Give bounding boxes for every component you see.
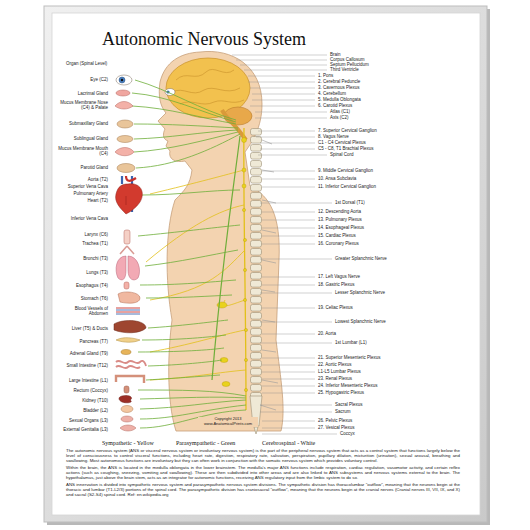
structure-label: 1. Pons [318, 73, 333, 78]
structure-label: 20. Aorta [318, 331, 336, 336]
structure-label: 1st Lumbar (L1) [335, 340, 367, 345]
organ-label: Submaxillary Gland [69, 121, 108, 126]
organ-label: Lungs (T3) [86, 270, 108, 275]
organ-label: External Genitalia (L3) [63, 427, 108, 432]
body-text-block: The autonomic nervous system (ANS or vis… [66, 448, 460, 499]
structure-label: Coccyx [340, 431, 355, 436]
structure-label: 1st Dorsal (T1) [335, 200, 365, 205]
organ-label: Bronchi (T3) [83, 256, 108, 261]
structure-label: 18. Gastric Plexus [318, 282, 355, 287]
organ-label: Larynx (C6) [84, 232, 108, 237]
structure-label: Third Ventricle [330, 67, 359, 72]
organ-label: Parotid Gland [80, 165, 108, 170]
body-text: ANS innervation is divided into sympathe… [66, 482, 460, 498]
organ-label: Mucus Membrane Nose (C4) & Palate [58, 100, 108, 111]
structure-label: 16. Coronary Plexus [318, 241, 359, 246]
structure-label: 21. Superior Mesenteric Plexus [318, 355, 381, 360]
column-heading: Organ (Spinal Level) [66, 61, 107, 66]
structure-label: 2. Cerebral Peduncle [318, 79, 360, 84]
structure-label: Lesser Splanchnic Nerve [335, 290, 385, 295]
plaque [44, 6, 490, 525]
organ-label: Trachea (T1) [82, 241, 108, 246]
structure-label: 17. Left Vagus Nerve [318, 274, 360, 279]
structure-label: C5 - C8, T1 Brachial Plexus [318, 146, 373, 151]
legend-text: Parasympathetic - Green [176, 440, 235, 447]
structure-label: 6. Carotid Plexus [318, 103, 352, 108]
organ-label: Pulmonary Artery [73, 191, 108, 196]
structure-label: 23. Renal Plexus [318, 376, 352, 381]
structure-label: 3. Cavernous Plexus [318, 85, 360, 90]
structure-label: 7. Superior Cervical Ganglion [318, 128, 377, 133]
chart-title: Autonomic Nervous System [102, 29, 306, 49]
organ-label: Aorta (T2) [88, 177, 108, 182]
organ-label: Eye (C2) [90, 77, 108, 82]
structure-label: Sacral Plexus [335, 402, 363, 407]
legend-text: Cerebrospinal - White [262, 440, 315, 447]
organ-label: Superior Vena Cava [68, 184, 108, 189]
legend-text: Sympathetic - Yellow [102, 440, 154, 447]
organ-label: Sublingual Gland [74, 136, 108, 141]
organ-label: Bladder (L2) [83, 408, 108, 413]
structure-label: Brain [330, 52, 341, 57]
structure-label: Sacrum [335, 409, 351, 414]
structure-label: 26. Pelvic Plexus [318, 418, 352, 423]
organ-label: Heart (T2) [87, 198, 108, 203]
structure-label: C1 - C4 Cervical Plexus [318, 140, 366, 145]
sympathetic-nerves [146, 128, 246, 410]
structure-label: 15. Cardiac Plexus [318, 233, 356, 238]
organ-label: Rectum (Coccyx) [73, 388, 108, 393]
structure-label: 22. Aortic Plexus [318, 362, 352, 367]
organ-label: Inferior Vena Cava [71, 216, 108, 221]
structure-label: 13. Pulmonary Plexus [318, 217, 362, 222]
organ-label: Esophagus (T4) [76, 283, 108, 288]
structure-label: 25. Hypogastric Plexus [318, 390, 364, 395]
structure-label: Axis (C2) [330, 115, 349, 120]
organ-label: Large Intestine (L1) [69, 378, 108, 383]
structure-label: Septum Pellucidum [330, 62, 369, 67]
organ-label: Adrenal Gland (T9) [70, 351, 108, 356]
organ-label: Lacrimal Gland [78, 91, 108, 96]
structure-label: Greater Splanchnic Nerve [335, 256, 387, 261]
organ-label: Small Intestine (T12) [66, 363, 108, 368]
organ-label: Blood Vessels of Abdomen [66, 306, 108, 317]
structure-label: 10. Ansa Subclavia [318, 176, 356, 181]
structure-label: Corpus Callosum [330, 57, 365, 62]
structure-label: Spinal Cord [330, 152, 354, 157]
structure-label: L1-L5 Lumbar Plexus [318, 369, 361, 374]
structure-label: 5. Medulla Oblongata [318, 97, 361, 102]
structure-label: Atlas (C1) [330, 109, 350, 114]
organ-label: Liver (T5) & Ducts [72, 326, 108, 331]
structure-label: 4. Cerebellum [318, 91, 346, 96]
structure-label: 19. Celiac Plexus [318, 305, 353, 310]
organ-label: Pancreas (T7) [79, 339, 108, 344]
organ-label: Mucus Membrane Mouth (C4) [54, 146, 108, 157]
structure-label: 8. Vagus Nerve [318, 134, 349, 139]
structure-label: 27. Vesical Plexus [318, 425, 355, 430]
organ-label: Stomach (T6) [81, 296, 108, 301]
spine [250, 128, 278, 434]
structure-label: Lowest Splanchnic Nerve [335, 319, 386, 324]
body-figure [158, 51, 283, 431]
organ-label: Sexual Organs (L3) [69, 418, 108, 423]
structure-label: 11. Inferior Cervical Ganglion [318, 184, 376, 189]
copyright-note: Copyright 2013 www.AnatomicalPrints.com [198, 417, 258, 427]
structure-label: 12. Descending Aorta [318, 209, 361, 214]
body-text: Within the brain, the ANS is located in … [66, 465, 460, 481]
structure-label: 9. Middle Cervical Ganglion [318, 168, 373, 173]
body-text: The autonomic nervous system (ANS or vis… [66, 448, 460, 464]
sympathetic-ganglia [217, 138, 248, 392]
structure-label: 24. Inferior Mesenteric Plexus [318, 383, 378, 388]
structure-label: 14. Esophageal Plexus [318, 225, 364, 230]
parasympathetic-nerves [132, 80, 246, 428]
organ-pictures [114, 75, 146, 431]
organ-label: Kidney (T10) [82, 398, 108, 403]
